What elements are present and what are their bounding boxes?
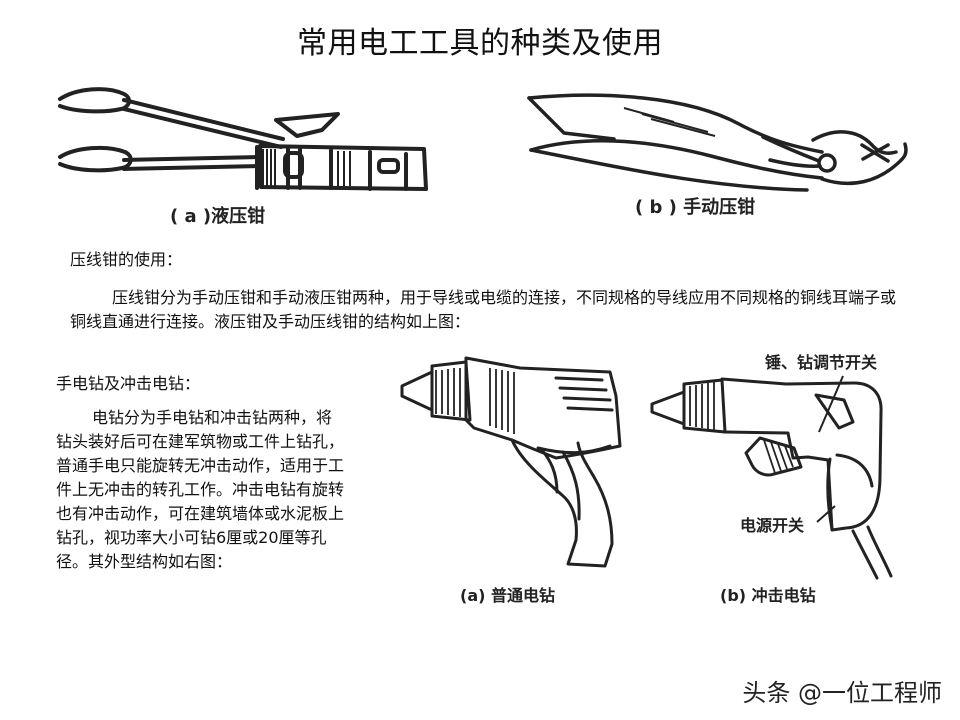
crimping-section-title: 压线钳的使用： bbox=[70, 250, 183, 269]
manual-crimper-caption: ( b ) 手动压钳 bbox=[635, 197, 756, 218]
hammer-drill-switch-label: 锤、钻调节开关 bbox=[765, 353, 878, 372]
impact-drill-caption: (b) 冲击电钻 bbox=[720, 586, 816, 605]
power-switch-label: 电源开关 bbox=[740, 516, 805, 535]
page-title: 常用电工工具的种类及使用 bbox=[297, 26, 663, 61]
manual-crimper-icon bbox=[527, 93, 908, 192]
drill-paragraph: 电钻分为手电钻和冲击钻两种，将钻头装好后可在建军筑物或工件上钻孔，普通手电只能旋… bbox=[56, 408, 345, 571]
standard-drill-caption: (a) 普通电钻 bbox=[460, 586, 555, 605]
standard-drill-icon bbox=[400, 356, 622, 568]
hydraulic-crimper-icon bbox=[58, 87, 428, 191]
hydraulic-crimper-caption: ( a )液压钳 bbox=[170, 206, 266, 227]
crimping-paragraph: 压线钳分为手动压钳和手动液压钳两种，用于导线或电缆的连接，不同规格的导线应用不同… bbox=[70, 288, 897, 331]
impact-drill-icon bbox=[650, 375, 893, 580]
drill-section-title: 手电钻及冲击电钻： bbox=[56, 374, 201, 393]
watermark-text: 头条 @一位工程师 bbox=[742, 679, 942, 707]
